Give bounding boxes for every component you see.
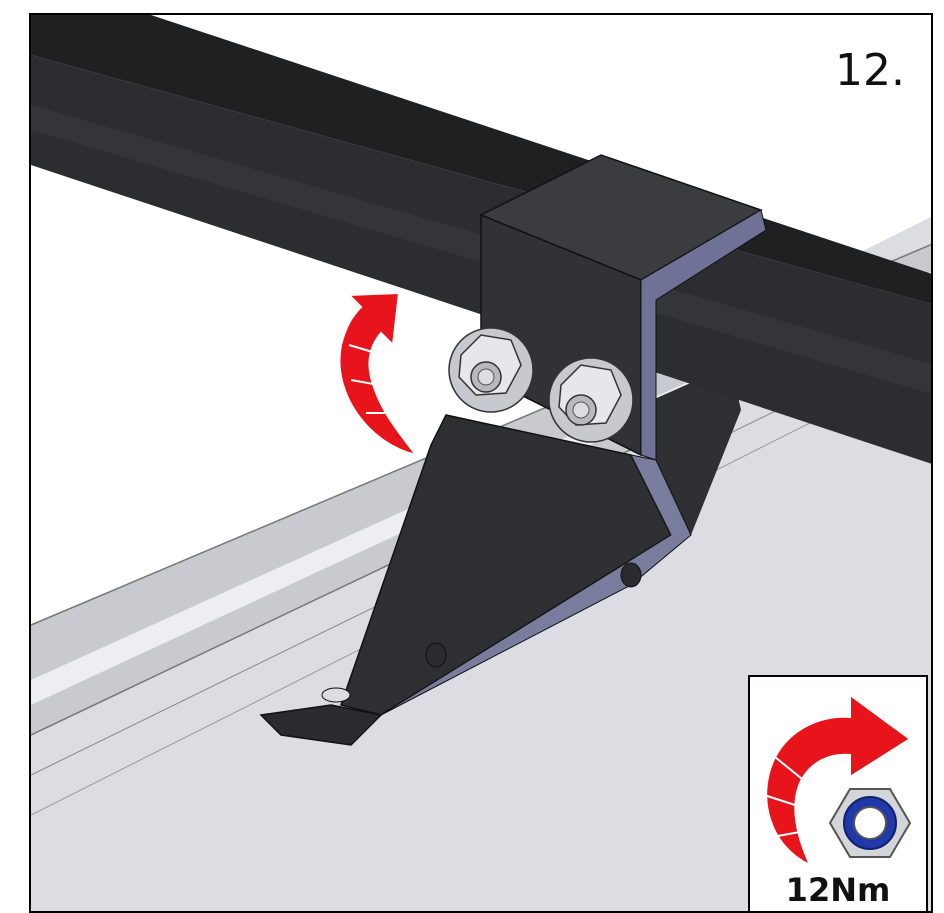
assembly-illustration	[31, 15, 931, 911]
illustration-frame: 12. 12Nm	[29, 13, 933, 913]
step-number: 12.	[835, 45, 905, 96]
foot-bolt-hole-2	[620, 562, 642, 588]
bracket-foot	[259, 704, 383, 746]
bolt-right	[548, 357, 634, 443]
bracket-clamp-side	[640, 209, 767, 461]
torque-callout-graphic	[763, 693, 912, 868]
foot-bolt-hole	[425, 642, 447, 668]
nyloc-nut-icon	[828, 788, 912, 858]
rotation-arrow-icon	[338, 291, 419, 457]
bolt-left	[448, 327, 534, 413]
torque-value: 12Nm	[785, 871, 891, 909]
torque-callout: 12Nm	[748, 675, 928, 911]
foot-slot	[321, 687, 351, 703]
torque-arrow-icon	[765, 693, 912, 868]
